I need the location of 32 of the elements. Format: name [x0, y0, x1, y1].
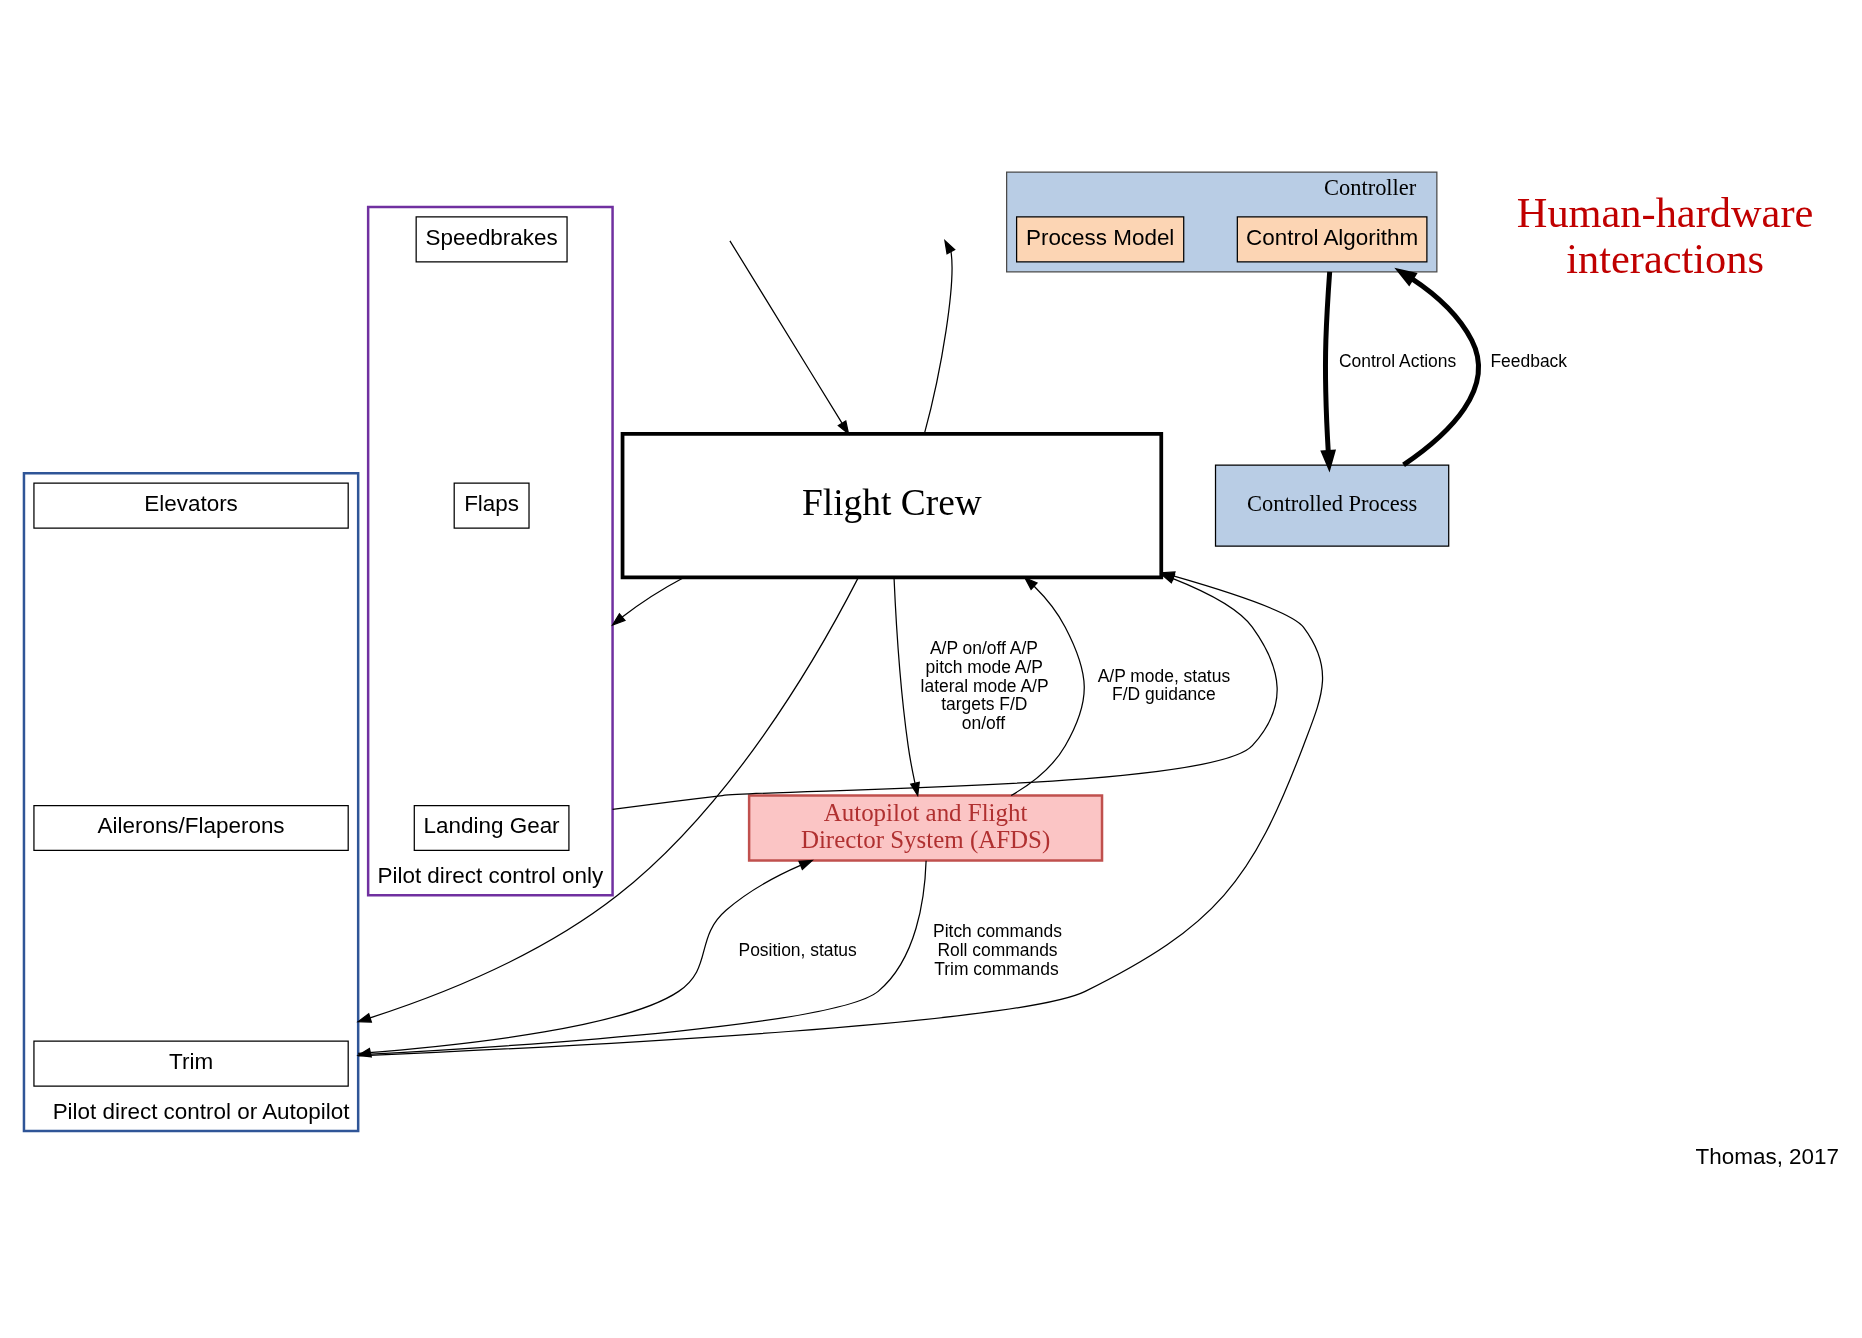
label: Human-hardware interactions	[1516, 189, 1813, 283]
node-box: Control Algorithm	[1236, 216, 1427, 263]
node-box: Flight Crew	[620, 432, 1163, 580]
arrow	[728, 240, 850, 436]
cluster	[22, 471, 359, 1133]
arrow	[357, 859, 814, 1055]
node-box: Process Model	[1015, 216, 1184, 263]
node-box: Landing Gear	[413, 804, 570, 852]
edge-label: Feedback	[1489, 351, 1567, 372]
arrow	[923, 239, 956, 435]
edge-label: A/P mode, status F/D guidance	[1097, 665, 1230, 705]
node-box: Flaps	[453, 482, 530, 529]
edge-label: A/P on/off A/P pitch mode A/P lateral mode A/P targets F/D on/off	[920, 638, 1049, 734]
node-box: Ailerons/Flaperons	[32, 804, 349, 852]
node-box: Speedbrakes	[415, 216, 568, 263]
arrow	[892, 577, 920, 798]
node-box: Autopilot and Flight Director System (AFDS)	[747, 794, 1103, 862]
node-box: Elevators	[32, 482, 349, 529]
edge-label: Control Actions	[1338, 351, 1456, 372]
node-label: Pilot direct control or Autopilot	[52, 1099, 349, 1125]
node-box: Controlled Process	[1214, 464, 1449, 547]
node-label: Pilot direct control only	[376, 863, 603, 889]
arrow	[610, 576, 684, 627]
node-box: Trim	[32, 1040, 349, 1087]
arrow	[1010, 576, 1085, 797]
edge-label: Position, status	[738, 940, 857, 961]
arrow	[355, 576, 859, 1023]
cluster	[366, 205, 614, 897]
edge-label: Pitch commands Roll commands Trim commands	[932, 921, 1062, 979]
arrow	[1319, 271, 1336, 473]
caption: Thomas, 2017	[1695, 1143, 1839, 1169]
arrow	[1393, 267, 1481, 467]
